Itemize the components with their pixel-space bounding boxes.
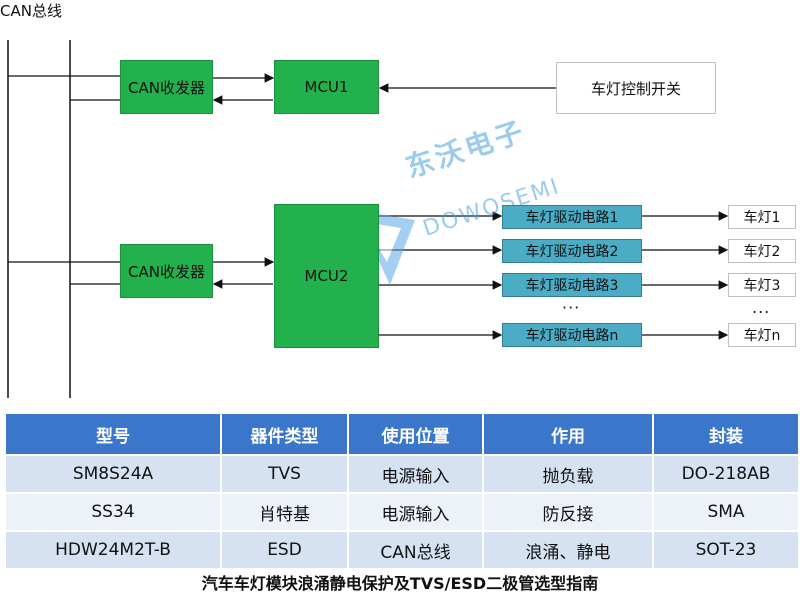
header-position: 使用位置 (347, 412, 484, 456)
mcu2-box: MCU2 (274, 204, 379, 348)
table-cell: TVS (220, 454, 349, 494)
table-cell: SS34 (4, 492, 222, 532)
table-row: HDW24M2T-B ESD CAN总线 浪涌、静电 SOT-23 (4, 530, 800, 570)
driver-circuit-3-label: 车灯驱动电路3 (525, 278, 619, 294)
table-cell: HDW24M2T-B (4, 530, 222, 570)
driver-circuit-2: 车灯驱动电路2 (502, 239, 642, 263)
table-cell: 防反接 (482, 492, 654, 532)
driver-circuit-n-label: 车灯驱动电路n (525, 328, 619, 344)
lamp-n: 车灯n (728, 323, 796, 347)
lamp-3-label: 车灯3 (743, 278, 781, 294)
table-cell: 肖特基 (220, 492, 349, 532)
lamp-1: 车灯1 (728, 205, 796, 229)
header-model: 型号 (4, 412, 222, 456)
lamp-2: 车灯2 (728, 239, 796, 263)
table-cell: 电源输入 (347, 454, 484, 494)
mcu1-box: MCU1 (274, 60, 379, 114)
driver-circuit-2-label: 车灯驱动电路2 (525, 244, 619, 260)
bottom-can-transceiver: CAN收发器 (120, 244, 213, 298)
header-device-type: 器件类型 (220, 412, 349, 456)
table-cell: CAN总线 (347, 530, 484, 570)
lamp-1-label: 车灯1 (743, 210, 781, 226)
table-header-row: 型号 器件类型 使用位置 作用 封装 (4, 412, 800, 456)
header-package: 封装 (652, 412, 800, 456)
driver-circuit-1-label: 车灯驱动电路1 (525, 210, 619, 226)
table-cell: SOT-23 (652, 530, 800, 570)
can-bus-label: CAN总线 (0, 2, 62, 20)
lamp-control-switch: 车灯控制开关 (556, 62, 716, 114)
lamp-ellipsis: ... (752, 298, 771, 317)
tvs-esd-selection-table: 型号 器件类型 使用位置 作用 封装 SM8S24A TVS 电源输入 抛负载 … (4, 412, 800, 570)
table-row: SM8S24A TVS 电源输入 抛负载 DO-218AB (4, 454, 800, 494)
figure-caption: 汽车车灯模块浪涌静电保护及TVS/ESD二极管选型指南 (201, 574, 599, 593)
mcu2-label: MCU2 (304, 267, 349, 285)
table-cell: 电源输入 (347, 492, 484, 532)
header-function: 作用 (482, 412, 654, 456)
mcu1-label: MCU1 (304, 78, 349, 96)
table-row: SS34 肖特基 电源输入 防反接 SMA (4, 492, 800, 532)
table-cell: 抛负载 (482, 454, 654, 494)
table-cell: SMA (652, 492, 800, 532)
driver-circuit-n: 车灯驱动电路n (502, 323, 642, 347)
lamp-control-switch-label: 车灯控制开关 (590, 79, 681, 98)
table-cell: SM8S24A (4, 454, 222, 494)
table-cell: 浪涌、静电 (482, 530, 654, 570)
driver-ellipsis: ··· (562, 298, 581, 317)
bottom-can-transceiver-label: CAN收发器 (128, 262, 205, 281)
driver-circuit-3: 车灯驱动电路3 (502, 273, 642, 297)
top-can-transceiver-label: CAN收发器 (128, 78, 205, 97)
top-can-transceiver: CAN收发器 (120, 60, 213, 114)
driver-circuit-1: 车灯驱动电路1 (502, 205, 642, 229)
table-cell: DO-218AB (652, 454, 800, 494)
lamp-n-label: 车灯n (743, 328, 781, 344)
table-cell: ESD (220, 530, 349, 570)
lamp-3: 车灯3 (728, 273, 796, 297)
lamp-2-label: 车灯2 (743, 244, 781, 260)
